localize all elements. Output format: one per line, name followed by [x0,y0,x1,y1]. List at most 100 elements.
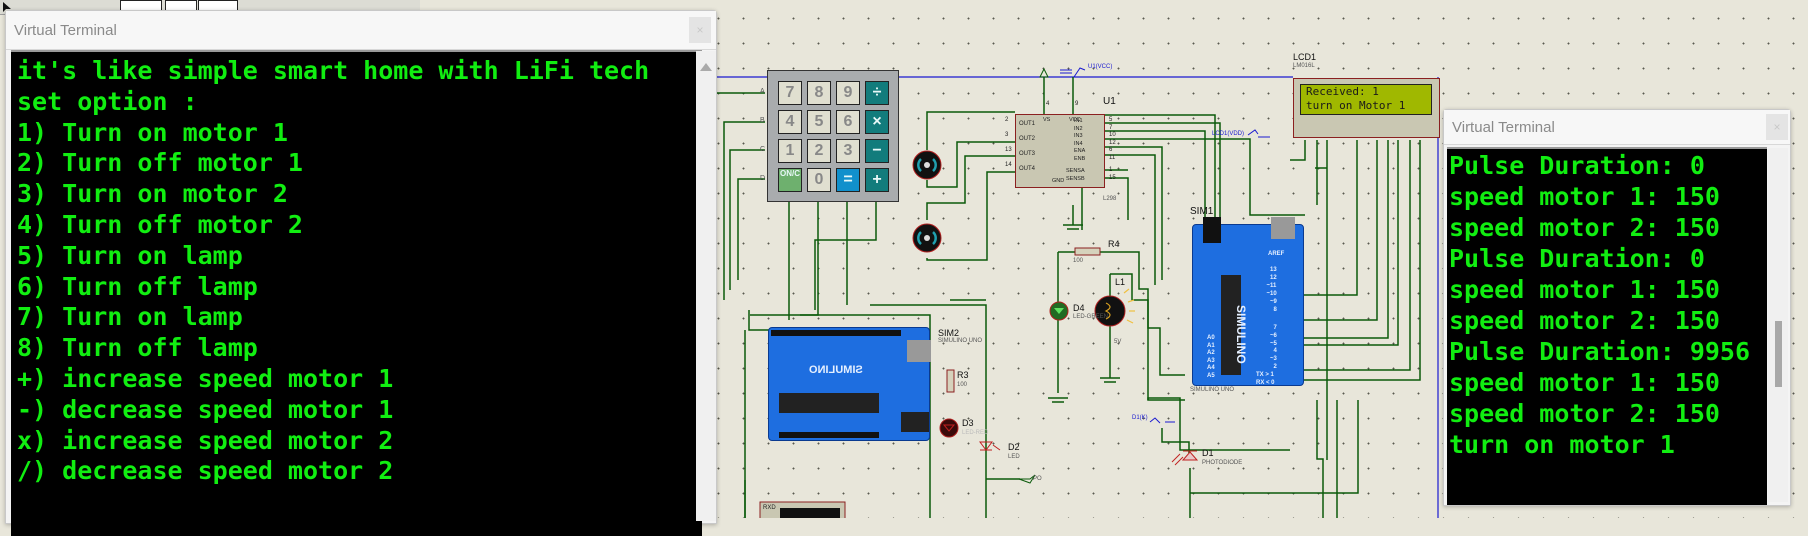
sim1-digital-pin-label: 2 [1273,364,1277,370]
scroll-up-icon[interactable] [700,63,712,71]
keypad-key[interactable]: = [836,168,860,192]
po-label: PO [1033,476,1042,482]
lcd-line-2: turn on Motor 1 [1306,99,1406,112]
keypad-key[interactable]: 2 [807,139,831,163]
keypad-key[interactable]: 7 [778,81,802,105]
pointer-tool-icon[interactable] [2,0,12,12]
keypad-row-label: C [760,146,766,153]
u1-pin-number: 14 [1005,162,1012,168]
sim1-analog-pin-label: A1 [1207,342,1215,349]
left-terminal-titlebar[interactable]: Virtual Terminal × [6,11,716,50]
u1-pin-name: VS [1043,117,1051,123]
terminal-line: 7) Turn on lamp [17,302,243,332]
terminal-line: 5) Turn on lamp [17,240,243,270]
keypad-key[interactable]: 0 [807,168,831,192]
keypad-key[interactable]: 3 [836,139,860,163]
led-d3 [939,418,959,438]
u1-power-label: U1(VCC) [1088,64,1113,70]
u1-pin-name: OUT2 [1019,136,1036,142]
keypad-key[interactable]: 6 [836,110,860,134]
d4-part: LED-GREEN [1073,314,1109,320]
sim2-power-jack [901,412,929,432]
keypad-key[interactable]: × [865,110,889,134]
u1-pin-number: 7 [1109,124,1113,131]
resistor-r4 [1074,247,1101,256]
u1-pin-name: ENA [1074,148,1086,154]
keypad-row-label: B [760,117,765,124]
d3-ref: D3 [962,418,974,428]
sim2-arduino[interactable]: SIMULINO [768,327,931,441]
sim1-analog-pin-label: A2 [1207,350,1215,356]
photodiode-d1 [1171,450,1199,466]
terminal-line: set option : [17,86,198,116]
right-terminal-scroll-thumb[interactable] [1775,321,1782,387]
rxd-label: RXD [763,505,776,511]
sim2-usb-port [907,340,931,362]
u1-pin-number: 6 [1109,147,1113,153]
u1-pin-number: 15 [1109,174,1116,181]
terminal-line: it's like simple smart home with LiFi te… [17,56,650,85]
sim2-header-top [771,330,901,336]
led-d2 [979,441,1001,451]
left-terminal-close-button[interactable]: × [689,17,711,43]
u1-pin-number: 10 [1109,132,1116,138]
keypad-key[interactable]: + [865,168,889,192]
left-terminal-screen[interactable]: it's like simple smart home with LiFi te… [11,50,702,536]
terminal-line: speed motor 1: 150 [1449,182,1720,211]
u1-pin-name: VCC [1069,117,1081,123]
l1-ref: L1 [1115,277,1126,287]
terminal-line: 1) Turn on motor 1 [17,117,288,147]
terminal-line: speed motor 1: 150 [1449,275,1720,304]
keypad-row-label: A [760,88,765,95]
sim1-digital-pin-label: ~5 [1270,340,1277,347]
sim1-ref: SIM1 [1190,206,1214,217]
sim1-digital-pin-label: 13 [1270,267,1277,273]
keypad-key[interactable]: 8 [807,81,831,105]
u1-pin-number: 3 [1005,132,1009,138]
lcd-vdd-label: LCD1(VDD) [1212,131,1245,137]
d3-part: LED-RED [962,430,989,436]
sim1-digital-pin-label: ~9 [1270,299,1277,305]
keypad-key[interactable]: ÷ [865,81,889,105]
sim1-aref: AREF [1268,251,1285,257]
keypad-key[interactable]: 9 [836,81,860,105]
u1-pin-name: IN2 [1074,125,1083,132]
d2-part: LED [1008,454,1020,460]
sim1-digital-pin-label: TX > 1 [1256,371,1274,378]
lcd-ref: LCD1 [1293,52,1317,62]
right-terminal-scrollbar[interactable] [1768,148,1788,502]
u1-l298-chip[interactable] [1015,114,1105,188]
u1-pin-number: 13 [1005,147,1012,153]
lcd-display: Received: 1 turn on Motor 1 [1293,78,1440,138]
po-terminal [1018,474,1036,484]
l1-value: 5V [1114,339,1122,345]
terminal-line: turn on motor 1 [1449,430,1675,459]
ground-symbols [1048,167,1327,403]
keypad-key[interactable]: 4 [778,110,802,134]
terminal-line: speed motor 2: 150 [1449,306,1720,335]
sim1-mcu-chip [1221,275,1241,375]
sim2-mcu-chip [779,393,879,413]
right-terminal-titlebar[interactable]: Virtual Terminal × [1444,110,1790,145]
terminal-line: Pulse Duration: 0 [1449,244,1705,273]
left-virtual-terminal[interactable]: Virtual Terminal × it's like simple smar… [5,10,717,536]
sim2-brand: SIMULINO [809,364,863,376]
d4-ref: D4 [1073,303,1085,313]
keypad-key[interactable]: 5 [807,110,831,134]
left-terminal-scrollbar[interactable] [696,51,716,521]
right-terminal-close-button[interactable]: × [1766,114,1788,140]
terminal-line: 2) Turn off motor 1 [17,148,303,178]
keypad-key[interactable]: 1 [778,139,802,163]
u1-pin-number: 5 [1109,117,1113,123]
sim1-analog-pin-label: A5 [1207,372,1215,379]
power-terminals [1060,67,1270,424]
u1-ref: U1 [1103,96,1116,107]
sim1-digital-pin-label: 12 [1270,275,1277,281]
keypad-key[interactable]: ON/C [778,168,802,192]
terminal-line: speed motor 1: 150 [1449,368,1720,397]
keypad-key[interactable]: − [865,139,889,163]
